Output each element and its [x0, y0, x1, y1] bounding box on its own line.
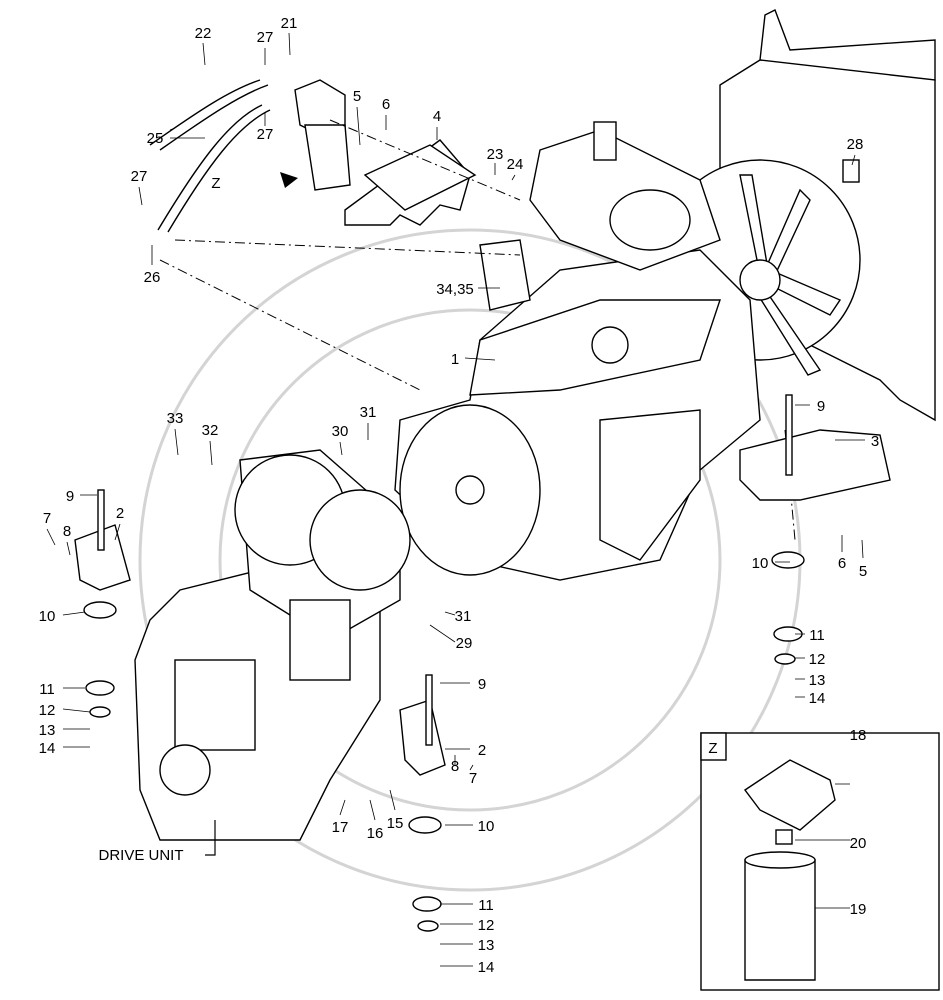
callout-10: 10 [478, 818, 495, 835]
callout-16: 16 [367, 825, 384, 842]
drive-unit-label: DRIVE UNIT [98, 847, 183, 864]
callout-5: 5 [353, 88, 361, 105]
callout-30: 30 [332, 423, 349, 440]
callout-29: 29 [456, 635, 473, 652]
callout-5: 5 [859, 563, 867, 580]
mount-brackets [74, 394, 891, 932]
callout-10: 10 [752, 555, 769, 572]
callout-13: 13 [809, 672, 826, 689]
inset-filter-detail [700, 732, 940, 991]
callout-15: 15 [387, 815, 404, 832]
callout-25: 25 [147, 130, 164, 147]
callout-13: 13 [39, 722, 56, 739]
callout-31: 31 [455, 608, 472, 625]
callout-12: 12 [809, 651, 826, 668]
callout-3: 3 [871, 433, 879, 450]
fan [739, 174, 842, 376]
view-arrow-icon [280, 172, 298, 188]
callout-11: 11 [478, 897, 494, 914]
callout-11: 11 [39, 681, 55, 698]
callout-14: 14 [39, 740, 56, 757]
callout-27: 27 [257, 29, 274, 46]
callout-32: 32 [202, 422, 219, 439]
callout-1: 1 [451, 351, 459, 368]
callout-9: 9 [66, 488, 74, 505]
callout-24: 24 [507, 156, 524, 173]
callout-6: 6 [382, 96, 390, 113]
callout-14: 14 [478, 959, 495, 976]
leader-lines [46, 32, 865, 967]
callout-19: 19 [850, 901, 867, 918]
callout-9: 9 [478, 676, 486, 693]
callout-33: 33 [167, 410, 184, 427]
callout-8: 8 [63, 523, 71, 540]
callout-labels: 22 27 21 25 27 27 5 6 4 Z 23 24 28 26 34… [39, 15, 880, 976]
callout-13: 13 [478, 937, 495, 954]
view-arrow-label: Z [211, 175, 220, 192]
callout-2: 2 [478, 742, 486, 759]
callout-23: 23 [487, 146, 504, 163]
callout-26: 26 [144, 269, 161, 286]
callout-4: 4 [433, 108, 441, 125]
callout-9: 9 [817, 398, 825, 415]
callout-27: 27 [257, 126, 274, 143]
callout-31: 31 [360, 404, 377, 421]
callout-2: 2 [116, 505, 124, 522]
callout-14: 14 [809, 690, 826, 707]
inset-label: Z [708, 740, 717, 757]
callout-7: 7 [43, 510, 51, 527]
inset-frame [700, 732, 940, 991]
callout-11: 11 [809, 627, 825, 644]
engine [394, 121, 761, 581]
callout-17: 17 [332, 819, 349, 836]
callout-18: 18 [850, 727, 867, 744]
callout-12: 12 [39, 702, 56, 719]
callout-8: 8 [451, 758, 459, 775]
callout-28: 28 [847, 136, 864, 153]
callout-10: 10 [39, 608, 56, 625]
callout-7: 7 [469, 770, 477, 787]
drive-unit [134, 449, 411, 856]
callout-6: 6 [838, 555, 846, 572]
callout-20: 20 [850, 835, 867, 852]
callout-21: 21 [281, 15, 298, 32]
callout-34-35: 34,35 [436, 281, 474, 298]
callout-12: 12 [478, 917, 495, 934]
callout-22: 22 [195, 25, 212, 42]
oil-filter-assembly [149, 79, 477, 233]
callout-27: 27 [131, 168, 148, 185]
